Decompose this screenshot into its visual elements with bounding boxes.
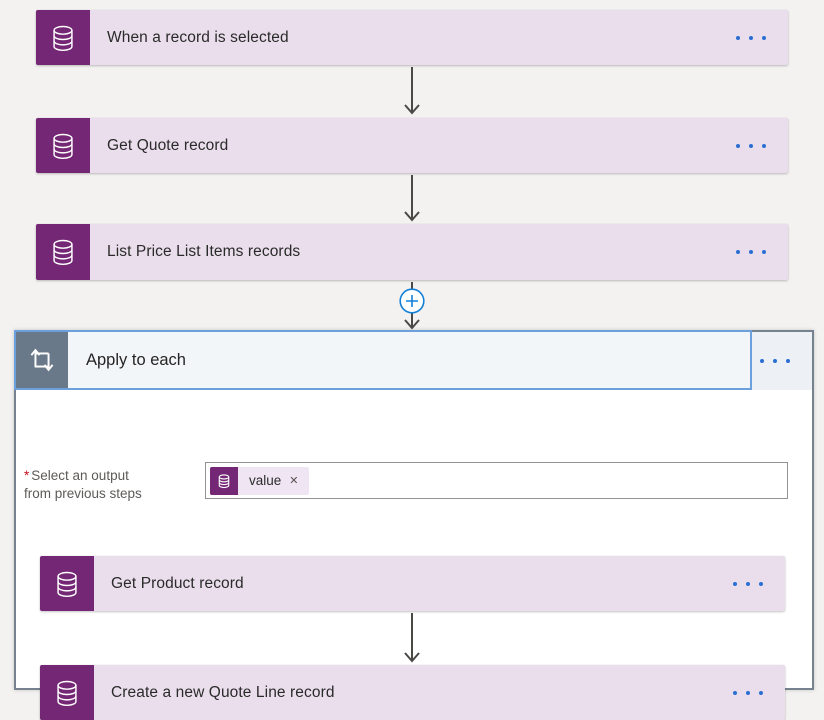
connector-arrow	[404, 175, 420, 222]
connector-arrow	[404, 613, 420, 663]
required-marker: *	[24, 468, 30, 483]
more-actions-button[interactable]	[760, 359, 790, 363]
token-remove-icon[interactable]: ✕	[289, 475, 299, 487]
apply-to-each-loop-icon	[16, 332, 68, 388]
action-card-create-quote-line[interactable]: Create a new Quote Line record	[40, 665, 785, 720]
apply-to-each-header: Apply to each	[14, 330, 812, 390]
insert-step-plus-icon[interactable]	[399, 288, 425, 314]
action-title: Get Quote record	[107, 136, 229, 154]
token-label: value	[249, 473, 282, 488]
dataverse-database-icon	[36, 10, 90, 65]
apply-to-each-title: Apply to each	[86, 350, 186, 369]
more-actions-button[interactable]	[733, 556, 785, 611]
action-card-trigger[interactable]: When a record is selected	[36, 10, 788, 65]
more-actions-button[interactable]	[736, 10, 788, 65]
dataverse-database-icon	[40, 556, 94, 611]
action-title: List Price List Items records	[107, 243, 301, 260]
apply-to-each-title-bar[interactable]: Apply to each	[14, 330, 752, 390]
action-card-list-price-list-items[interactable]: List Price List Items records	[36, 224, 788, 280]
output-selector-input[interactable]: value ✕	[205, 462, 788, 499]
connector-arrow	[404, 67, 420, 115]
value-token[interactable]: value ✕	[210, 466, 309, 495]
more-actions-button[interactable]	[736, 224, 788, 280]
action-card-get-product[interactable]: Get Product record	[40, 556, 785, 611]
action-title: When a record is selected	[107, 28, 289, 46]
parameter-label: *Select an output from previous steps	[24, 468, 142, 501]
dataverse-database-icon	[40, 665, 94, 720]
action-title: Get Product record	[111, 574, 244, 592]
apply-to-each-container: Apply to each *Select an output from pre…	[14, 330, 814, 720]
dataverse-database-icon	[36, 224, 90, 280]
dataverse-database-icon	[36, 118, 90, 173]
apply-to-each-body: *Select an output from previous steps va…	[16, 390, 812, 720]
dataverse-database-icon	[210, 466, 238, 495]
action-title: Create a new Quote Line record	[111, 683, 335, 701]
more-actions-button[interactable]	[736, 118, 788, 173]
action-card-get-quote[interactable]: Get Quote record	[36, 118, 788, 173]
more-actions-button[interactable]	[733, 665, 785, 720]
